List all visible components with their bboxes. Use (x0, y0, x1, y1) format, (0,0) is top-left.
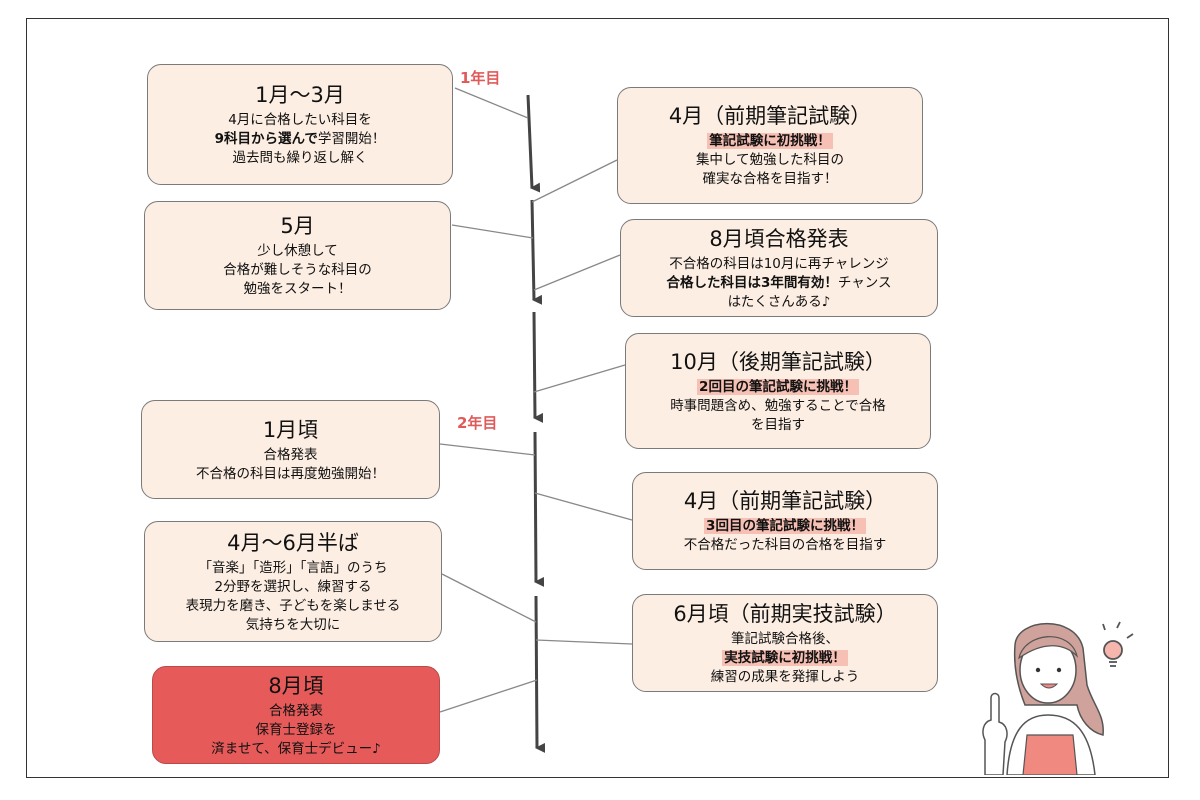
step-title: 5月 (280, 214, 315, 238)
step-text: 済ませて、保育士デビュー♪ (211, 740, 381, 757)
connector-apr1 (531, 159, 618, 203)
step-text: 実技試験に初挑戦！ (722, 649, 848, 668)
step-aug-result: 8月頃合格発表 不合格の科目は10月に再チャレンジ 合格した科目は3年間有効！チ… (620, 219, 938, 317)
step-text: 確実な合格を目指す！ (702, 171, 838, 187)
step-text: 保育士登録を (255, 721, 337, 738)
step-oct: 10月（後期筆記試験） 2回目の筆記試験に挑戦！ 時事問題含め、勉強することで合… (625, 333, 931, 449)
connector-jan-mar (454, 87, 529, 119)
step-title: 4月（前期筆記試験） (683, 489, 887, 513)
connector-apr-jun (441, 573, 537, 623)
step-title: 10月（後期筆記試験） (670, 349, 886, 374)
step-text: 合格した科目は3年間有効！チャンス (666, 274, 891, 293)
step-text: 気持ちを大切に (245, 616, 341, 633)
step-text: 練習の成果を発揮しよう (710, 668, 860, 685)
step-may: 5月 少し休憩して 合格が難しそうな科目の 勉強をスタート！ (144, 201, 451, 310)
step-apr2: 4月（前期筆記試験） 3回目の筆記試験に挑戦！ 不合格だった科目の合格を目指す (632, 472, 938, 570)
step-text: 勉強をスタート！ (243, 281, 352, 297)
step-text: 時事問題含め、勉強することで合格 (670, 397, 886, 414)
step-apr-jun: 4月〜6月半ば 「音楽」「造形」「言語」のうち 2分野を選択し、練習する 表現力… (144, 521, 442, 642)
step-text: 筆記試験に初挑戦！ (707, 132, 833, 151)
connector-may (451, 224, 534, 239)
step-text: 2回目の筆記試験に挑戦！ (697, 378, 859, 397)
timeline-segment-3 (532, 311, 544, 423)
step-jan: 1月頃 合格発表 不合格の科目は再度勉強開始！ (141, 400, 440, 499)
step-title: 8月頃 (268, 673, 324, 698)
step-text: 表現力を磨き、子どもを楽しませる (185, 597, 401, 614)
step-text: 不合格の科目は再度勉強開始！ (196, 465, 385, 482)
year-label-2: 2年目 (457, 414, 498, 432)
highlight-text: 実技試験に初挑戦！ (722, 649, 848, 666)
step-text: を目指す (751, 416, 805, 433)
step-emphasis: 合格した科目は3年間有効！ (666, 274, 838, 291)
step-text: はたくさんある♪ (727, 293, 831, 310)
connector-apr2 (534, 492, 633, 521)
step-title: 4月〜6月半ば (227, 530, 359, 555)
step-text: 集中して勉強した科目の (695, 152, 845, 168)
step-title: 1月〜3月 (255, 83, 345, 107)
step-aug-final: 8月頃 合格発表 保育士登録を 済ませて、保育士デビュー♪ (152, 666, 440, 764)
step-apr1: 4月（前期筆記試験） 筆記試験に初挑戦！ 集中して勉強した科目の 確実な合格を目… (617, 87, 923, 204)
step-text: 少し休憩して (257, 243, 338, 259)
highlight-text: 2回目の筆記試験に挑戦！ (697, 378, 859, 395)
connector-aug-result (533, 254, 621, 291)
step-jan-mar: 1月〜3月 4月に合格したい科目を 9科目から選んで学習開始！ 過去問も繰り返し… (147, 64, 453, 185)
step-text: 学習開始！ (317, 131, 386, 147)
step-title: 4月（前期筆記試験） (668, 104, 872, 128)
connector-jun (535, 639, 633, 645)
step-text: 合格発表 (263, 446, 318, 463)
step-text: チャンス (837, 274, 892, 291)
step-text: 「音楽」「造形」「言語」のうち (198, 559, 388, 576)
step-text: 不合格だった科目の合格を目指す (683, 537, 887, 553)
step-title: 1月頃 (262, 417, 319, 442)
step-text: 不合格の科目は10月に再チャレンジ (669, 255, 889, 272)
connector-lines (439, 87, 633, 713)
highlight-text: 3回目の筆記試験に挑戦！ (704, 518, 866, 534)
step-text: 2分野を選択し、練習する (214, 578, 372, 595)
connector-oct (533, 364, 626, 393)
step-text: 筆記試験合格後、 (731, 630, 839, 647)
diagram-frame (26, 18, 1169, 778)
timeline-segment-5 (534, 595, 546, 753)
step-title: 8月頃合格発表 (709, 226, 849, 251)
step-emphasis: 9科目から選んで (214, 131, 318, 147)
timeline-segment-1 (526, 94, 541, 193)
timeline-segment-2 (530, 199, 543, 305)
connector-aug-final (439, 679, 538, 713)
step-text: 合格発表 (269, 702, 323, 719)
year-label-1: 1年目 (460, 69, 501, 87)
timeline-segments (526, 94, 546, 753)
step-text: 4月に合格したい科目を (228, 112, 372, 128)
step-jun: 6月頃（前期実技試験） 筆記試験合格後、 実技試験に初挑戦！ 練習の成果を発揮し… (632, 594, 938, 692)
step-text: 合格が難しそうな科目の (223, 262, 372, 278)
step-text: 9科目から選んで学習開始！ (215, 130, 386, 149)
step-text: 3回目の筆記試験に挑戦！ (704, 517, 866, 536)
highlight-text: 筆記試験に初挑戦！ (707, 133, 833, 149)
step-text: 過去問も繰り返し解く (232, 150, 368, 166)
lightbulb-icon (1102, 621, 1134, 667)
timeline-segment-4 (533, 431, 545, 587)
step-title: 6月頃（前期実技試験） (673, 601, 897, 626)
woman-pointing-illustration (982, 621, 1134, 775)
connector-jan (439, 443, 536, 456)
